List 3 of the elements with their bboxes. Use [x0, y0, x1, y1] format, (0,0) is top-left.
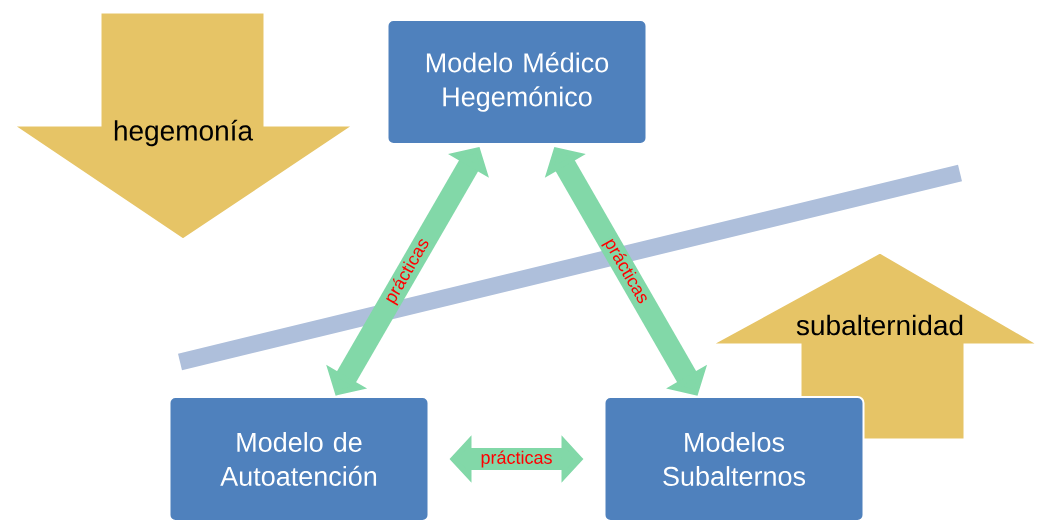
model-box: Modelos Subalternos: [603, 396, 865, 522]
model-box: Modelo Médico Hegemónico: [386, 19, 648, 145]
model-box: Modelo de Autoatención: [168, 396, 430, 522]
